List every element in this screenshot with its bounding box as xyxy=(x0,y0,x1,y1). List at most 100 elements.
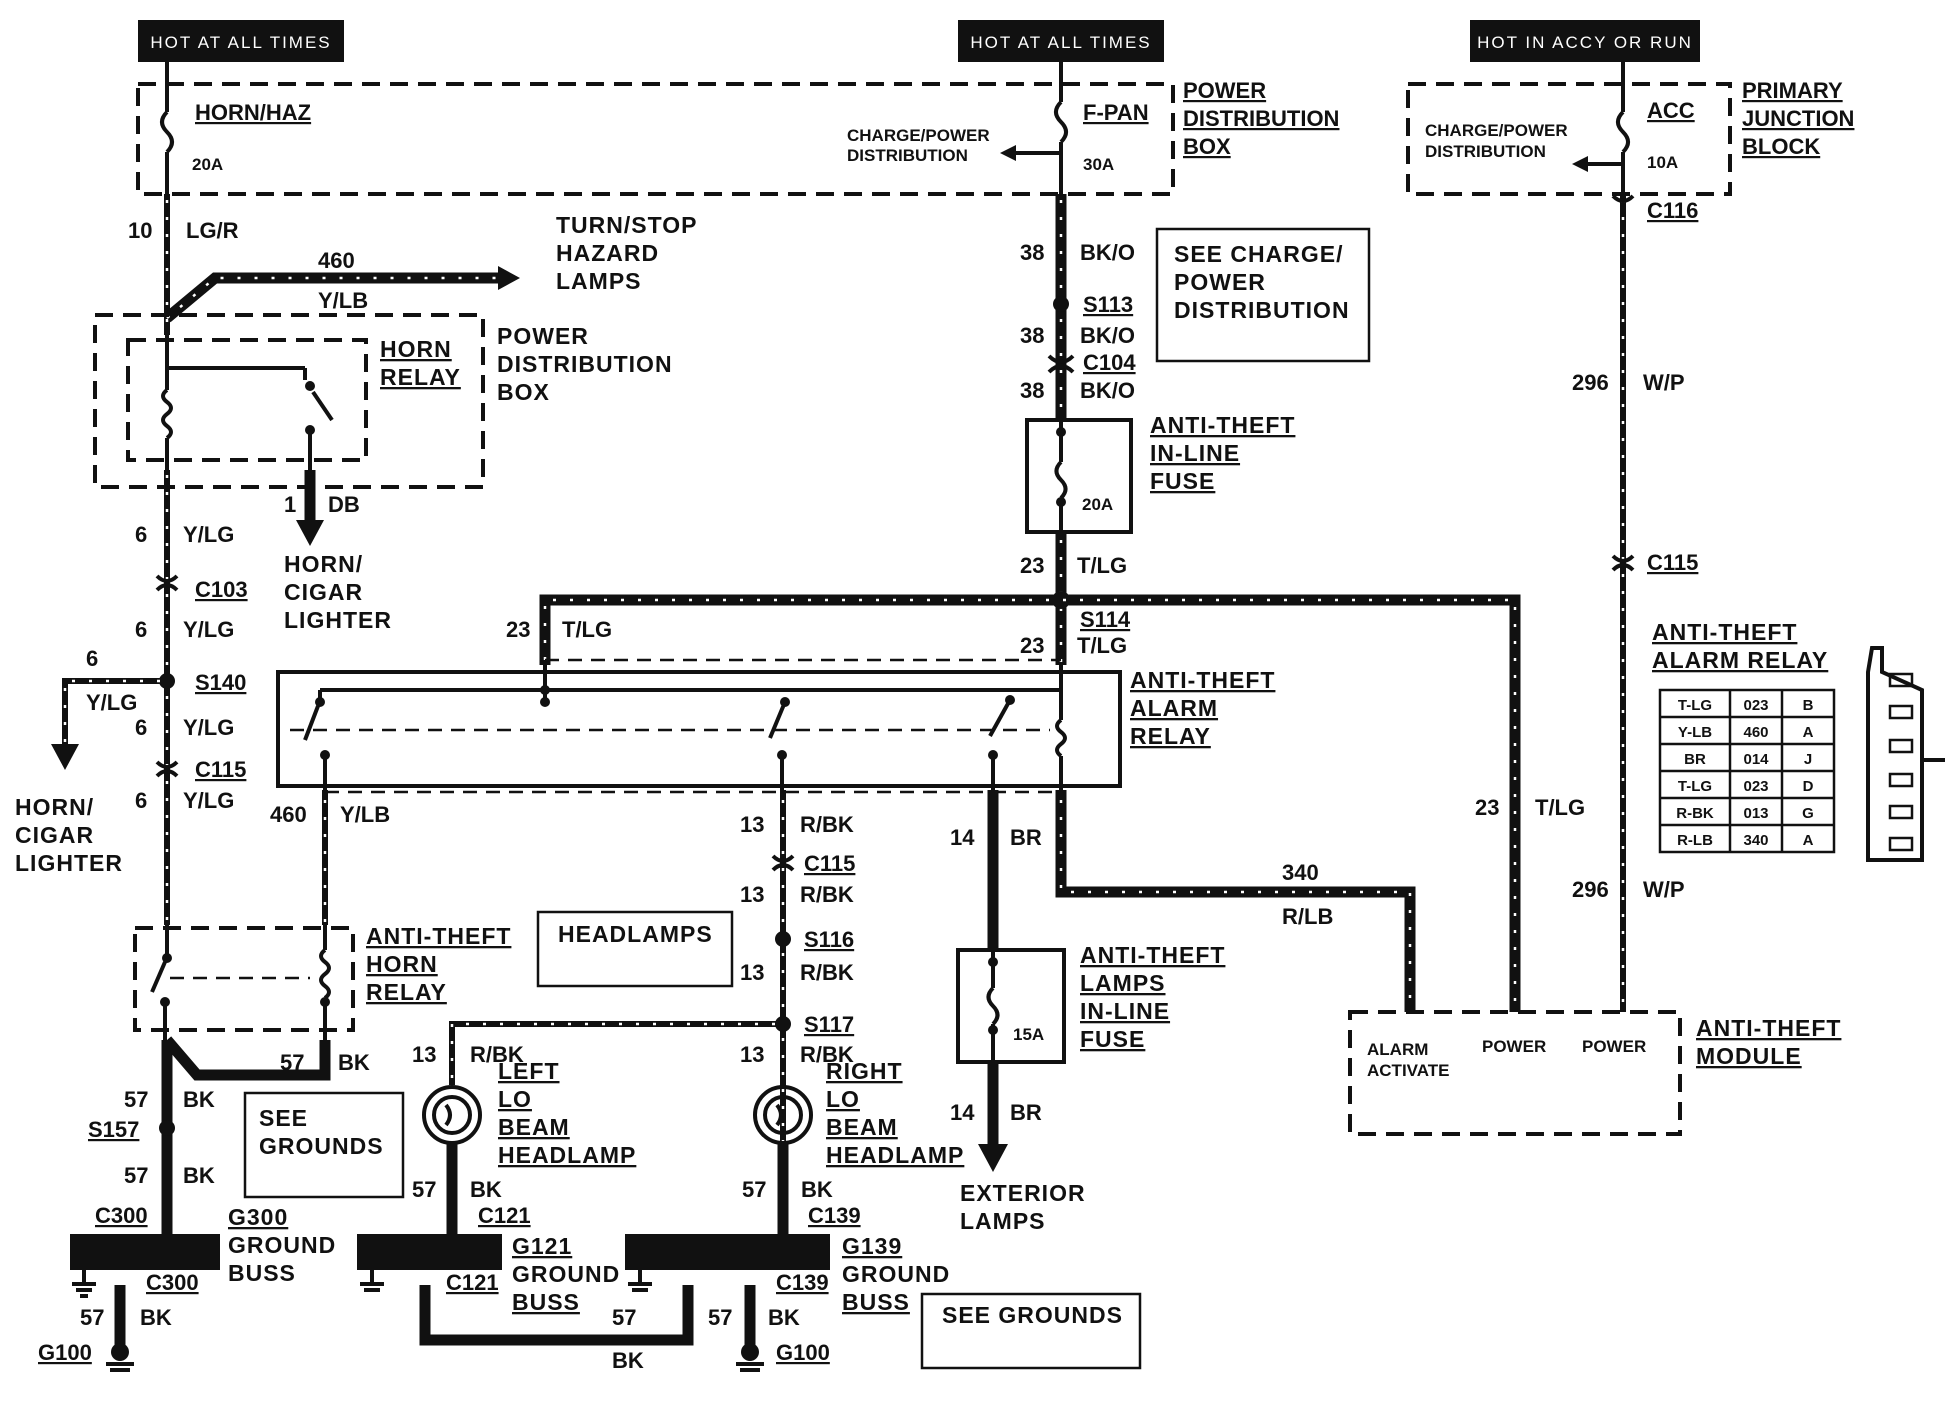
alarm-relay-title-3: RELAY xyxy=(1130,723,1211,749)
horn-relay-title-1: HORN xyxy=(380,336,452,362)
wire-38a-color: BK/O xyxy=(1080,240,1135,265)
anti-theft-horn-relay-contacts xyxy=(150,925,331,1040)
horn-cigar-label-1: HORN/ xyxy=(284,551,363,577)
alarm-relay-title-2: ALARM xyxy=(1130,695,1218,721)
c139-label: C139 xyxy=(808,1203,861,1228)
pdb-label-1: POWER xyxy=(497,323,589,349)
g139-label-1: G139 xyxy=(842,1233,902,1259)
see-grounds-left-1: SEE xyxy=(259,1105,308,1131)
wire-13c-number: 13 xyxy=(740,960,764,985)
wire-38b-color: BK/O xyxy=(1080,323,1135,348)
right-headlamp-icon xyxy=(753,1085,813,1145)
inline-fuse-title-1: ANTI-THEFT xyxy=(1150,412,1295,438)
connector-table-cell: T-LG xyxy=(1678,697,1712,714)
connector-table-cell: G xyxy=(1802,805,1814,822)
pdb-title-2: DISTRIBUTION xyxy=(1183,106,1339,131)
horn-cigar2-label-2: CIGAR xyxy=(15,822,94,848)
connector-table-cell: A xyxy=(1803,832,1814,849)
wire-13a-color: R/BK xyxy=(800,812,854,837)
left-headlamp-label-1: LEFT xyxy=(498,1058,560,1084)
see-charge-power-box xyxy=(1155,227,1371,363)
module-alarm-label-2: ACTIVATE xyxy=(1367,1061,1449,1080)
wire-10-color: LG/R xyxy=(186,218,239,243)
connector-table-cell: 014 xyxy=(1743,751,1769,768)
hot-in-accy-or-run-tag: HOT IN ACCY OR RUN xyxy=(1470,20,1700,62)
alarm-relay-contacts xyxy=(290,665,1067,790)
see-charge-label-3: DISTRIBUTION xyxy=(1174,297,1350,323)
module-power-label-1: POWER xyxy=(1482,1037,1546,1056)
pjb-title-2: JUNCTION xyxy=(1742,106,1854,131)
acc-amp: 10A xyxy=(1647,153,1678,172)
g139-label-2: GROUND xyxy=(842,1261,950,1287)
wire-340-number: 340 xyxy=(1282,860,1319,885)
s157-label: S157 xyxy=(88,1117,139,1142)
headlamps-label: HEADLAMPS xyxy=(558,921,713,947)
g121-ground-buss xyxy=(357,1234,502,1270)
inline-fuse-amp: 20A xyxy=(1082,495,1113,514)
wire-6a-color: Y/LG xyxy=(183,522,234,547)
horn-relay-coil xyxy=(161,335,334,470)
c103-label: C103 xyxy=(195,577,248,602)
wire-23a-color: T/LG xyxy=(1077,553,1127,578)
c300b-label: C300 xyxy=(146,1270,199,1295)
ground-symbol-icon xyxy=(72,1270,96,1298)
connector-table-cell: D xyxy=(1803,778,1814,795)
wire-23a-number: 23 xyxy=(1020,553,1044,578)
acc-label: ACC xyxy=(1647,98,1695,123)
s140-label: S140 xyxy=(195,670,246,695)
turn-stop-label-2: HAZARD xyxy=(556,240,659,266)
f-pan-label: F-PAN xyxy=(1083,100,1149,125)
inline-fuse-title-2: IN-LINE xyxy=(1150,440,1240,466)
c115-left-label: C115 xyxy=(195,757,246,782)
connector-table-cell: R-BK xyxy=(1676,805,1714,822)
g100-left-ground-icon xyxy=(106,1362,134,1372)
wire-340-r-lb xyxy=(1055,790,1416,1012)
wire-38b-number: 38 xyxy=(1020,323,1044,348)
see-grounds-right-box xyxy=(920,1292,1142,1370)
g139-ground-buss xyxy=(625,1234,830,1270)
g139-label-3: BUSS xyxy=(842,1289,910,1315)
wire-57m-number: 57 xyxy=(612,1305,636,1330)
wire-1-number: 1 xyxy=(284,492,296,517)
lamps-fuse-title-2: LAMPS xyxy=(1080,970,1166,996)
lamps-fuse-title-3: IN-LINE xyxy=(1080,998,1170,1024)
connector-table-cell: T-LG xyxy=(1678,778,1712,795)
wire-6s-number: 6 xyxy=(86,646,98,671)
anti-theft-inline-fuse-box xyxy=(1025,418,1133,534)
wire-6c-color: Y/LG xyxy=(183,715,234,740)
right-headlamp-label-2: LO xyxy=(826,1086,860,1112)
wire-1-color: DB xyxy=(328,492,360,517)
right-headlamp-label-4: HEADLAMP xyxy=(826,1142,964,1168)
module-alarm-label-1: ALARM xyxy=(1367,1040,1428,1059)
left-headlamp-label-4: HEADLAMP xyxy=(498,1142,636,1168)
g100-right-ground-icon xyxy=(736,1362,764,1372)
connector-table-cell: A xyxy=(1803,724,1814,741)
wire-6c-number: 6 xyxy=(135,715,147,740)
wire-13d-color: R/BK xyxy=(800,1042,854,1067)
horn-haz-amp: 20A xyxy=(192,155,223,174)
g139-ground-symbol-icon xyxy=(628,1270,652,1292)
wire-38c-number: 38 xyxy=(1020,378,1044,403)
pjb-charge-label-1: CHARGE/POWER xyxy=(1425,121,1568,140)
wire-6s-color: Y/LG xyxy=(86,690,137,715)
c103-connector xyxy=(155,574,179,592)
lamps-fuse-amp: 15A xyxy=(1013,1025,1044,1044)
s113-splice xyxy=(1053,296,1069,312)
horn-relay-title-2: RELAY xyxy=(380,364,461,390)
wire-14a-number: 14 xyxy=(950,825,975,850)
wire-23c-number: 23 xyxy=(506,617,530,642)
turn-stop-label-1: TURN/STOP xyxy=(556,212,697,238)
charge-power-label-1: CHARGE/POWER xyxy=(847,126,990,145)
s113-label: S113 xyxy=(1083,292,1133,317)
see-charge-label-2: POWER xyxy=(1174,269,1266,295)
c116-label: C116 xyxy=(1647,198,1698,223)
pjb-title-3: BLOCK xyxy=(1742,134,1820,159)
connector-table-cell: 460 xyxy=(1743,724,1768,741)
horn-relay-outline xyxy=(126,338,368,462)
s157-splice xyxy=(159,1120,175,1136)
module-title-2: MODULE xyxy=(1696,1043,1802,1069)
module-title-1: ANTI-THEFT xyxy=(1696,1015,1841,1041)
wire-460-number: 460 xyxy=(318,248,355,273)
horn-haz-label: HORN/HAZ xyxy=(195,100,311,125)
wire-13b-number: 13 xyxy=(740,882,764,907)
